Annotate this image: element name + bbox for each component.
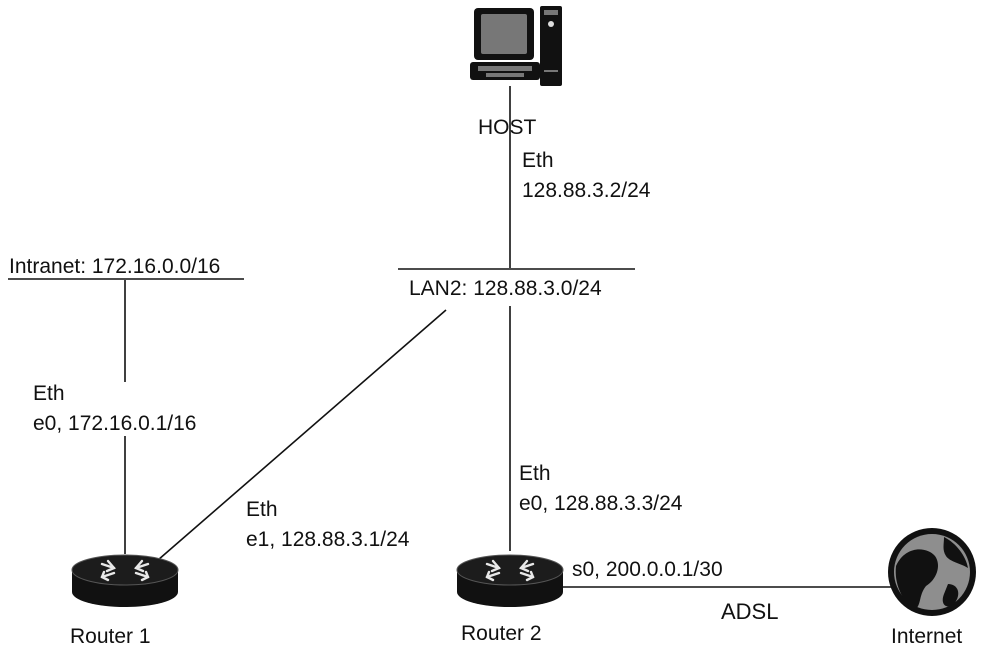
router1-label: Router 1 <box>70 625 151 648</box>
globe-icon <box>888 528 976 616</box>
router1-e0-type: Eth <box>33 382 65 405</box>
lan2-label: LAN2: 128.88.3.0/24 <box>409 277 602 300</box>
computer-icon <box>470 6 562 86</box>
internet-label: Internet <box>891 625 963 648</box>
router-1-icon <box>71 554 179 607</box>
router-2-icon <box>456 554 564 607</box>
router2-label: Router 2 <box>461 622 542 645</box>
router1-e1-ip: e1, 128.88.3.1/24 <box>246 528 410 551</box>
router2-e0-type: Eth <box>519 462 551 485</box>
adsl-link-label: ADSL <box>721 599 779 624</box>
lan2-router1-link <box>157 309 447 561</box>
router2-e0-ip: e0, 128.88.3.3/24 <box>519 492 683 515</box>
host-ip: 128.88.3.2/24 <box>522 179 651 202</box>
intranet-label: Intranet: 172.16.0.0/16 <box>9 255 221 278</box>
host-iface-type: Eth <box>522 149 554 172</box>
router1-e1-type: Eth <box>246 498 278 521</box>
router2-s0-ip: s0, 200.0.0.1/30 <box>572 558 723 581</box>
host-label: HOST <box>478 116 537 139</box>
router1-e0-ip: e0, 172.16.0.1/16 <box>33 412 197 435</box>
